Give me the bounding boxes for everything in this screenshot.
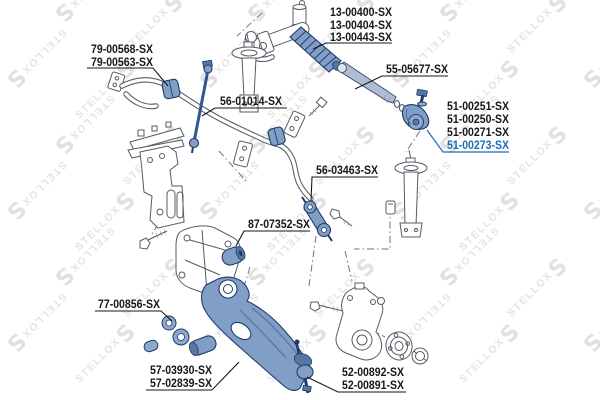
label-group-ball-joints: 52-00892-SX 52-00891-SX xyxy=(342,365,404,392)
part-number[interactable]: 51-00250-SX xyxy=(447,112,509,126)
link-bolt xyxy=(329,208,353,227)
part-number[interactable]: 13-00400-SX xyxy=(330,5,392,19)
part-number-link-left[interactable]: 56-01014-SX xyxy=(220,94,282,108)
watermark-tile xyxy=(501,0,573,62)
watermark-tile xyxy=(433,0,505,27)
watermark-tile xyxy=(577,284,600,357)
part-number[interactable]: 13-00443-SX xyxy=(330,30,392,44)
part-number[interactable]: 51-00251-SX xyxy=(447,99,509,113)
watermark-tile xyxy=(501,121,573,194)
watermark-tile xyxy=(49,0,121,27)
strut-right xyxy=(394,149,428,238)
part-number[interactable]: 57-02839-SX xyxy=(150,376,212,390)
strut-left xyxy=(231,33,267,113)
watermark-tile xyxy=(385,20,457,93)
subframe-bolt xyxy=(139,228,168,250)
part-number-arm-bushing[interactable]: 77-00856-SX xyxy=(98,297,160,311)
label-group-tie-rod-ends: 51-00251-SX 51-00250-SX 51-00271-SX 51-0… xyxy=(447,99,509,152)
watermark-tile xyxy=(1,284,73,357)
part-number[interactable]: 52-00892-SX xyxy=(342,365,404,379)
watermark-tile xyxy=(49,86,121,159)
part-number[interactable]: 57-03930-SX xyxy=(150,363,212,377)
bracket-bolt xyxy=(308,96,328,117)
watermark-tile xyxy=(69,319,141,392)
label-group-bar-bushings: 79-00568-SX 79-00563-SX xyxy=(91,42,153,69)
tie-rod-end xyxy=(401,88,430,130)
watermark-tile xyxy=(501,253,573,326)
arm-bushings xyxy=(143,315,190,353)
hub-cap xyxy=(411,347,429,365)
watermark-tile xyxy=(433,218,505,291)
watermark-tile xyxy=(453,187,525,260)
stabilizer-link-right xyxy=(301,196,333,242)
watermark-tile xyxy=(69,187,141,260)
wheel-hub xyxy=(385,331,413,361)
watermark-tile xyxy=(193,152,265,225)
stabilizer-link-left xyxy=(188,59,213,154)
watermark-tile xyxy=(309,121,381,194)
ball-joint xyxy=(293,339,314,394)
watermark-layer xyxy=(1,0,600,392)
stabilizer-bracket xyxy=(283,110,306,138)
label-group-bellows: 13-00400-SX 13-00404-SX 13-00443-SX xyxy=(330,5,392,44)
subframe xyxy=(127,121,185,229)
part-number[interactable]: 13-00404-SX xyxy=(330,18,392,32)
label-group-control-arm: 57-03930-SX 57-02839-SX xyxy=(150,363,212,390)
stabilizer-bushing-right xyxy=(267,126,286,147)
mount-bushing xyxy=(221,246,246,266)
part-number[interactable]: 51-00271-SX xyxy=(447,125,509,139)
part-number[interactable]: 52-00891-SX xyxy=(342,378,404,392)
part-number[interactable]: 79-00563-SX xyxy=(91,55,153,69)
part-number[interactable]: 79-00568-SX xyxy=(91,42,153,56)
part-number-selected[interactable]: 51-00273-SX xyxy=(447,138,509,152)
part-number-axial-joint[interactable]: 55-05677-SX xyxy=(386,62,448,76)
stabilizer-bracket-plate xyxy=(233,140,253,168)
retainer-clip xyxy=(385,200,396,215)
watermark-tile xyxy=(1,20,73,93)
part-number-link-right[interactable]: 56-03463-SX xyxy=(316,163,378,177)
watermark-tile xyxy=(453,319,525,392)
watermark-tile xyxy=(49,218,121,291)
watermark-tile xyxy=(577,152,600,225)
steering-knuckle xyxy=(335,282,385,361)
watermark-tile xyxy=(577,20,600,93)
knuckle-bolt xyxy=(309,301,344,313)
leader-lines xyxy=(87,42,509,393)
part-number-mount-bushing[interactable]: 87-07352-SX xyxy=(248,217,310,231)
control-arm xyxy=(188,276,310,391)
watermark-tile xyxy=(1,152,73,225)
